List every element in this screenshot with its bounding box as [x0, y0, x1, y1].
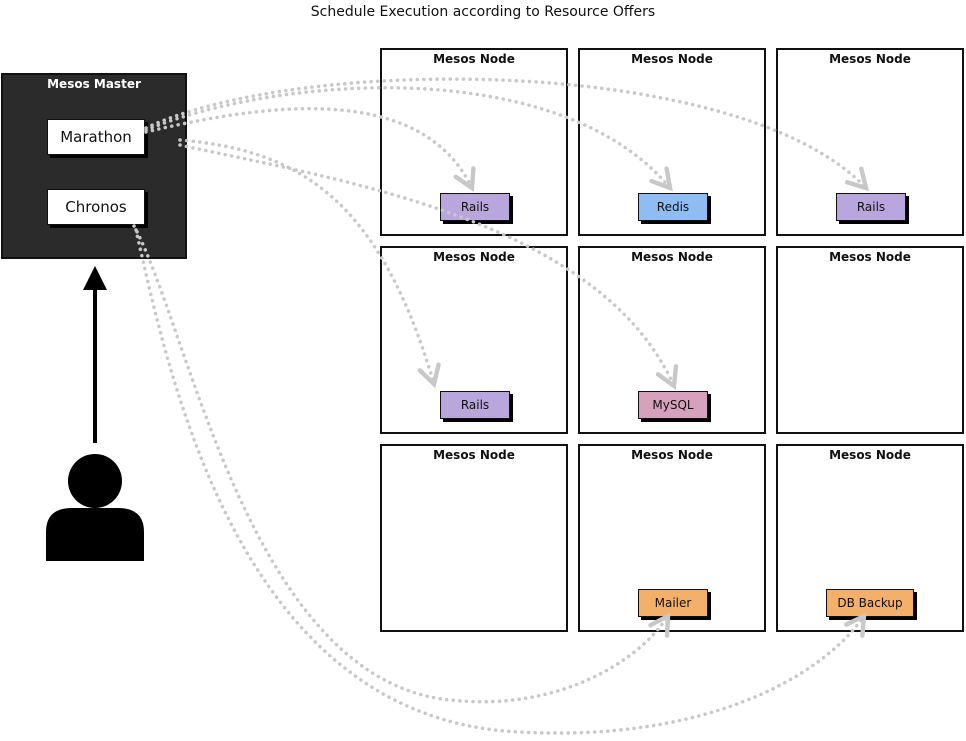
mesos-node-label: Mesos Node [829, 448, 911, 462]
framework-chronos: Chronos [47, 189, 145, 225]
mesos-master: Mesos Master Marathon Chronos [1, 73, 187, 259]
mesos-node-3: Mesos Node Rails [776, 48, 964, 236]
mesos-node-5: Mesos Node MySQL [578, 246, 766, 434]
task-db-backup: DB Backup [826, 589, 914, 617]
mesos-node-8: Mesos Node Mailer [578, 444, 766, 632]
mesos-node-7: Mesos Node [380, 444, 568, 632]
mesos-node-label: Mesos Node [631, 52, 713, 66]
mesos-node-4: Mesos Node Rails [380, 246, 568, 434]
framework-marathon: Marathon [47, 119, 145, 155]
mesos-node-label: Mesos Node [433, 448, 515, 462]
mesos-node-label: Mesos Node [433, 250, 515, 264]
mesos-node-6: Mesos Node [776, 246, 964, 434]
diagram-title: Schedule Execution according to Resource… [310, 4, 656, 20]
mesos-node-label: Mesos Node [829, 52, 911, 66]
mesos-node-label: Mesos Node [631, 448, 713, 462]
mesos-node-label: Mesos Node [829, 250, 911, 264]
task-mysql: MySQL [638, 391, 708, 419]
task-rails: Rails [440, 193, 510, 221]
mesos-node-9: Mesos Node DB Backup [776, 444, 964, 632]
task-rails: Rails [836, 193, 906, 221]
task-rails: Rails [440, 391, 510, 419]
task-mailer: Mailer [638, 589, 708, 617]
task-redis: Redis [638, 193, 708, 221]
mesos-node-1: Mesos Node Rails [380, 48, 568, 236]
mesos-master-label: Mesos Master [47, 77, 141, 91]
mesos-node-label: Mesos Node [631, 250, 713, 264]
user-icon [46, 454, 144, 561]
mesos-node-2: Mesos Node Redis [578, 48, 766, 236]
mesos-node-label: Mesos Node [433, 52, 515, 66]
